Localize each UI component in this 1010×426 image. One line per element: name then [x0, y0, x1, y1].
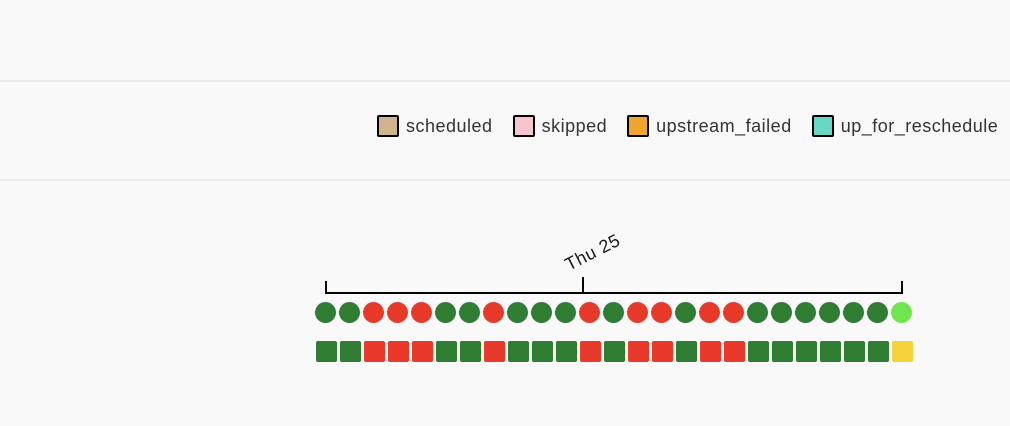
dag-run-row — [315, 302, 912, 323]
legend-item-skipped[interactable]: skipped — [512, 115, 608, 137]
header-strip — [0, 0, 1010, 82]
dag-run-success[interactable] — [819, 302, 840, 323]
dag-run-running[interactable] — [891, 302, 912, 323]
dag-run-success[interactable] — [843, 302, 864, 323]
dag-run-success[interactable] — [507, 302, 528, 323]
task-instance-failed[interactable] — [388, 341, 409, 362]
task-instance-success[interactable] — [436, 341, 457, 362]
dag-run-success[interactable] — [771, 302, 792, 323]
task-instance-up_for_retry[interactable] — [892, 341, 913, 362]
task-instance-failed[interactable] — [580, 341, 601, 362]
dag-run-failed[interactable] — [411, 302, 432, 323]
task-instance-failed[interactable] — [484, 341, 505, 362]
dag-run-failed[interactable] — [363, 302, 384, 323]
skipped-swatch-icon — [512, 115, 535, 137]
dag-run-success[interactable] — [747, 302, 768, 323]
dag-run-failed[interactable] — [651, 302, 672, 323]
dag-run-success[interactable] — [531, 302, 552, 323]
dag-run-success[interactable] — [555, 302, 576, 323]
dag-run-success[interactable] — [315, 302, 336, 323]
task-instance-failed[interactable] — [652, 341, 673, 362]
task-instance-failed[interactable] — [412, 341, 433, 362]
task-instance-success[interactable] — [868, 341, 889, 362]
task-instance-failed[interactable] — [364, 341, 385, 362]
axis-tick-label: Thu 25 — [562, 230, 624, 275]
task-instance-row — [316, 341, 913, 362]
task-instance-success[interactable] — [748, 341, 769, 362]
scheduled-swatch-icon — [377, 115, 399, 137]
legend-item-upstream_failed[interactable]: upstream_failed — [627, 115, 792, 137]
dag-run-failed[interactable] — [627, 302, 648, 323]
dag-run-success[interactable] — [603, 302, 624, 323]
task-instance-success[interactable] — [844, 341, 865, 362]
task-instance-success[interactable] — [796, 341, 817, 362]
upstream_failed-swatch-icon — [627, 115, 650, 137]
legend-label: scheduled — [406, 115, 493, 136]
legend-label: upstream_failed — [656, 115, 792, 136]
task-instance-success[interactable] — [820, 341, 841, 362]
up_for_reschedule-swatch-icon — [811, 115, 834, 137]
task-instance-success[interactable] — [340, 341, 361, 362]
task-instance-success[interactable] — [604, 341, 625, 362]
legend-item-scheduled[interactable]: scheduled — [377, 115, 493, 137]
task-instance-success[interactable] — [316, 341, 337, 362]
axis-domain-line — [325, 281, 903, 294]
task-instance-success[interactable] — [460, 341, 481, 362]
task-instance-success[interactable] — [508, 341, 529, 362]
dag-run-success[interactable] — [459, 302, 480, 323]
dag-run-failed[interactable] — [579, 302, 600, 323]
dag-run-failed[interactable] — [699, 302, 720, 323]
dag-run-success[interactable] — [867, 302, 888, 323]
task-instance-failed[interactable] — [724, 341, 745, 362]
legend-item-up_for_reschedule[interactable]: up_for_reschedule — [811, 115, 999, 137]
dag-run-success[interactable] — [339, 302, 360, 323]
dag-run-success[interactable] — [675, 302, 696, 323]
task-instance-success[interactable] — [556, 341, 577, 362]
legend-label: up_for_reschedule — [840, 115, 999, 136]
dag-run-failed[interactable] — [723, 302, 744, 323]
dag-run-success[interactable] — [435, 302, 456, 323]
legend-label: skipped — [541, 115, 608, 136]
task-instance-failed[interactable] — [700, 341, 721, 362]
status-legend: scheduled skipped upstream_failed up_for_re… — [377, 115, 998, 137]
legend-band — [0, 82, 1010, 181]
task-instance-success[interactable] — [532, 341, 553, 362]
dag-run-failed[interactable] — [483, 302, 504, 323]
task-instance-success[interactable] — [772, 341, 793, 362]
dag-run-failed[interactable] — [387, 302, 408, 323]
task-instance-failed[interactable] — [628, 341, 649, 362]
dag-run-success[interactable] — [795, 302, 816, 323]
task-instance-success[interactable] — [676, 341, 697, 362]
